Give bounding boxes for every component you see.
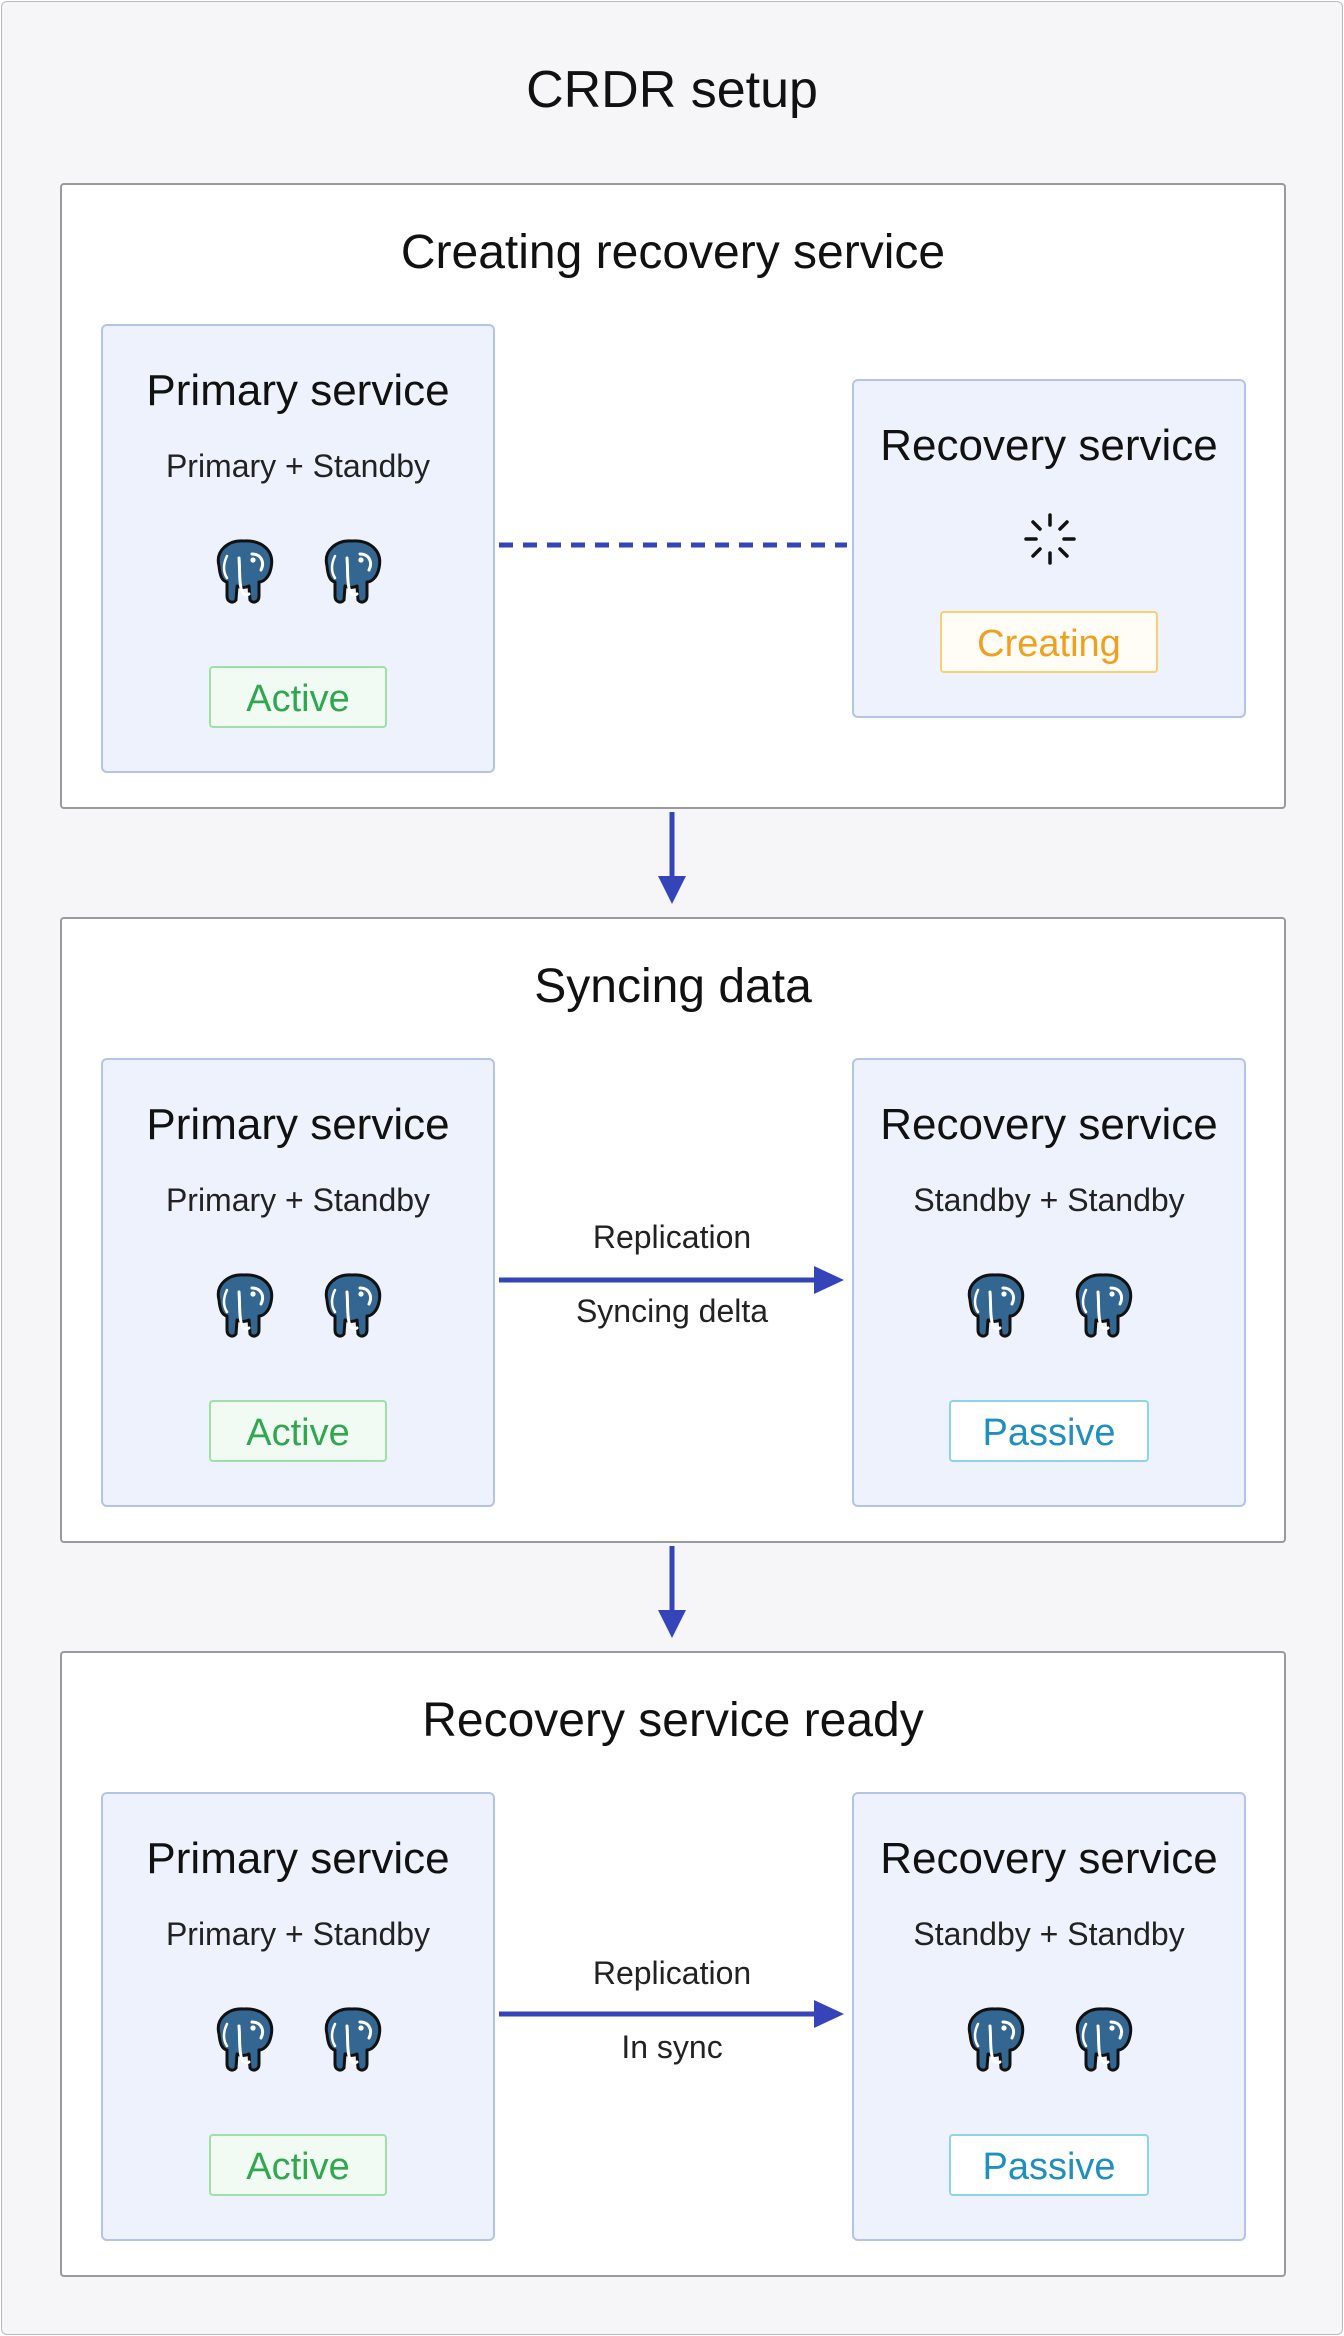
connection-label: Replication [592,1219,752,1255]
service-subtitle: Primary + Standby [165,1916,431,1952]
stage-recovery-service-ready: Recovery service ready Primary service P… [60,1651,1286,2277]
service-subtitle: Primary + Standby [165,1182,431,1218]
service-title: Recovery service [880,1834,1218,1883]
connection-label: Replication [592,1955,752,1991]
loading-spinner-icon [1024,513,1076,565]
postgres-elephant-icon [960,1270,1030,1342]
status-badge-passive: Passive [949,1400,1149,1462]
stage-title: Syncing data [534,960,812,1013]
service-title: Recovery service [880,421,1218,470]
status-badge-passive: Passive [949,2134,1149,2196]
primary-service-box: Primary service Primary + Standby Active [101,1792,495,2241]
status-badge-active: Active [209,2134,387,2196]
recovery-service-box: Recovery service Creating [852,379,1246,718]
diagram-title: CRDR setup [526,61,818,119]
postgres-elephant-icon [960,2004,1030,2076]
postgres-elephant-icon [209,2004,279,2076]
service-subtitle: Standby + Standby [913,1916,1185,1952]
postgres-elephant-icon [209,1270,279,1342]
stage-transition-arrow [658,812,686,904]
recovery-service-box: Recovery service Standby + Standby Passi… [852,1792,1246,2241]
service-title: Primary service [146,1100,450,1149]
connection-label: In sync [621,2029,723,2065]
postgres-elephant-icon [317,1270,387,1342]
postgres-elephant-icon [1068,2004,1138,2076]
status-badge-active: Active [209,1400,387,1462]
connection-label: Syncing delta [575,1293,769,1329]
service-subtitle: Primary + Standby [165,448,431,484]
postgres-elephant-icon [1068,1270,1138,1342]
stage-syncing-data: Syncing data Primary service Primary + S… [60,917,1286,1543]
service-title: Recovery service [880,1100,1218,1149]
status-badge-creating: Creating [940,611,1158,673]
stage-title: Recovery service ready [422,1694,924,1747]
stage-creating-recovery-service: Creating recovery service Primary servic… [60,183,1286,809]
postgres-elephant-icon [317,536,387,608]
postgres-elephant-icon [209,536,279,608]
recovery-service-box: Recovery service Standby + Standby Passi… [852,1058,1246,1507]
primary-service-box: Primary service Primary + Standby Active [101,324,495,773]
status-badge-active: Active [209,666,387,728]
service-title: Primary service [146,366,450,415]
service-subtitle: Standby + Standby [913,1182,1185,1218]
primary-service-box: Primary service Primary + Standby Active [101,1058,495,1507]
postgres-elephant-icon [317,2004,387,2076]
stage-title: Creating recovery service [400,226,946,279]
stage-transition-arrow [658,1546,686,1638]
service-title: Primary service [146,1834,450,1883]
